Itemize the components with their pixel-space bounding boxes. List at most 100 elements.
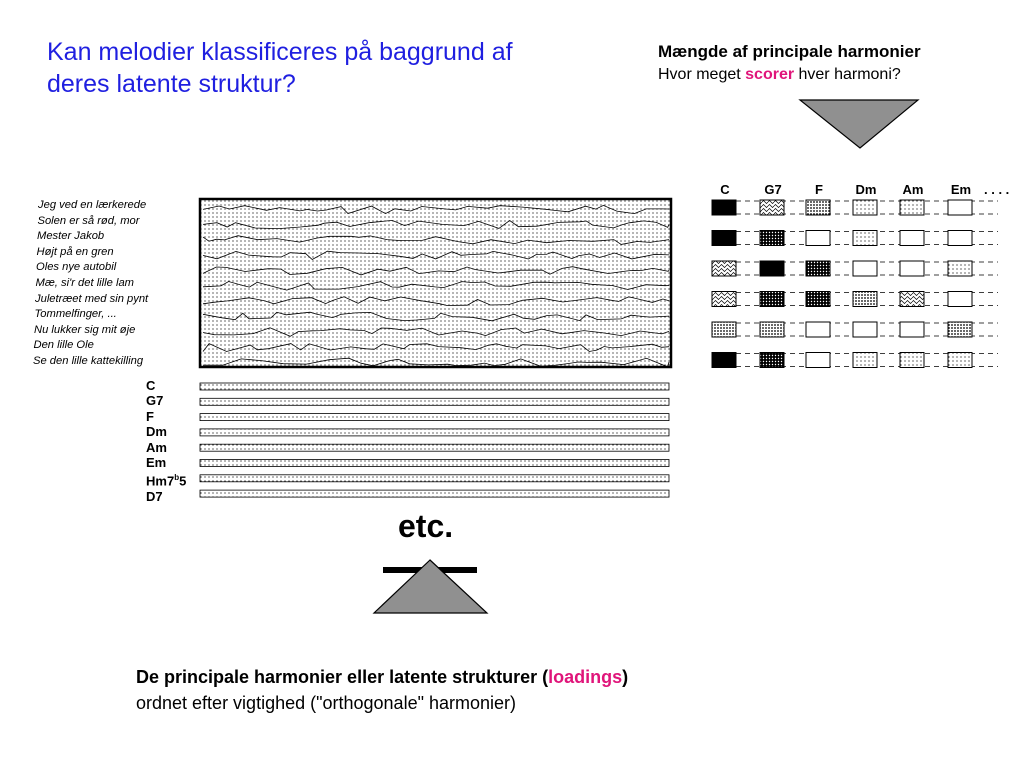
score-cell <box>852 352 878 368</box>
chord-suffix: 5 <box>179 473 187 489</box>
score-cell <box>759 230 785 246</box>
melody-trace <box>202 266 670 276</box>
score-cell <box>711 260 737 277</box>
bottom-caption: De principale harmonier eller latente st… <box>136 664 836 716</box>
score-cell <box>947 291 973 307</box>
loading-bar <box>199 443 670 452</box>
melody-trace <box>202 235 670 245</box>
up-arrow-icon <box>372 559 489 614</box>
score-cell <box>805 291 831 307</box>
score-cell <box>947 321 973 338</box>
loading-bar <box>199 489 670 498</box>
score-col-header: C <box>720 182 730 197</box>
bottom-line1-after: ) <box>622 667 629 687</box>
score-cell <box>805 260 831 277</box>
score-cell <box>852 321 878 338</box>
chord-label: Em <box>146 455 206 470</box>
score-cell <box>947 199 973 216</box>
score-cell <box>899 230 925 246</box>
score-cell <box>805 321 831 338</box>
melody-trace <box>202 327 670 337</box>
song-label: Jeg ved en lærkerede <box>38 199 147 211</box>
bottom-caption-line1: De principale harmonier eller latente st… <box>136 664 836 690</box>
score-cell <box>711 199 737 216</box>
melody-trace <box>202 219 670 230</box>
score-cell <box>852 230 878 246</box>
loading-bar <box>199 459 670 467</box>
score-grid <box>711 199 998 368</box>
score-cell <box>759 260 785 277</box>
scores-subheading-before: Hvor meget <box>658 66 746 83</box>
loadings-highlight: loadings <box>548 667 623 687</box>
melody-trace-box <box>198 197 673 369</box>
score-cell <box>711 291 737 307</box>
loading-bar <box>199 382 670 391</box>
chord-name: F <box>146 408 154 424</box>
score-col-header: Em <box>950 182 972 197</box>
song-label: Mester Jakob <box>37 230 105 243</box>
loading-bars <box>199 382 670 498</box>
song-label: Tommelfinger, ... <box>34 308 117 321</box>
score-cell <box>852 260 878 277</box>
scores-highlight: scorer <box>745 66 795 83</box>
score-cell <box>947 352 973 368</box>
score-cell <box>852 199 878 216</box>
score-cell <box>899 199 925 216</box>
melody-trace <box>202 204 670 215</box>
loading-bar <box>199 474 670 483</box>
melody-trace <box>202 281 670 291</box>
score-cell <box>759 291 785 307</box>
song-label: Højt på en gren <box>36 245 114 258</box>
chord-name: Dm <box>146 424 167 440</box>
chord-name: C <box>146 378 156 393</box>
score-cell <box>899 260 925 277</box>
scores-subheading-after: hver harmoni? <box>794 66 901 83</box>
melody-trace <box>203 357 670 368</box>
chord-name: G7 <box>146 393 164 409</box>
chord-label: C <box>146 378 206 393</box>
chord-name: D7 <box>146 489 163 505</box>
scores-heading: Mængde af principale harmonier <box>658 42 921 61</box>
etc-label: etc. <box>398 508 454 544</box>
bottom-line1-before: De principale harmonier eller latente st… <box>136 667 549 687</box>
chord-sup: b <box>174 473 180 483</box>
bottom-caption-line2: ordnet efter vigtighed ("orthogonale" ha… <box>136 693 516 713</box>
chord-name: Em <box>146 455 167 471</box>
song-label: Juletræet med sin pynt <box>35 292 149 305</box>
chord-label: D7 <box>146 489 206 504</box>
chord-label: G7 <box>146 393 206 408</box>
score-cell <box>805 230 831 246</box>
song-label: Oles nye autobil <box>36 261 117 274</box>
score-col-header: Dm <box>855 182 877 197</box>
score-cell <box>711 230 737 246</box>
melody-trace <box>202 250 670 260</box>
chord-name: Hm7 <box>146 473 175 489</box>
chord-label: Hm7b5 <box>146 470 206 489</box>
score-cell <box>805 352 831 368</box>
score-cell <box>759 199 785 216</box>
song-label: Mæ, si'r det lille lam <box>35 276 135 289</box>
score-cell <box>852 291 878 307</box>
down-arrow-icon <box>798 99 920 149</box>
score-cell <box>805 199 831 216</box>
score-cell <box>711 352 737 368</box>
score-col-header: Am <box>902 182 924 197</box>
chord-label: Am <box>146 440 206 455</box>
score-cell <box>947 230 973 246</box>
song-label: Solen er så rød, mor <box>37 214 140 227</box>
loading-bar <box>199 413 670 422</box>
melody-trace <box>202 311 670 322</box>
melody-lines <box>202 204 670 368</box>
score-cell <box>899 291 925 307</box>
score-cell <box>947 260 973 277</box>
chord-name: Am <box>146 439 167 455</box>
scores-subheading: Hvor meget scorer hver harmoni? <box>658 66 901 84</box>
score-cell <box>899 352 925 368</box>
melody-trace <box>202 296 670 306</box>
score-ellipsis: . . . . <box>984 182 1010 197</box>
melody-trace <box>202 343 670 352</box>
score-col-header: G7 <box>764 182 782 197</box>
